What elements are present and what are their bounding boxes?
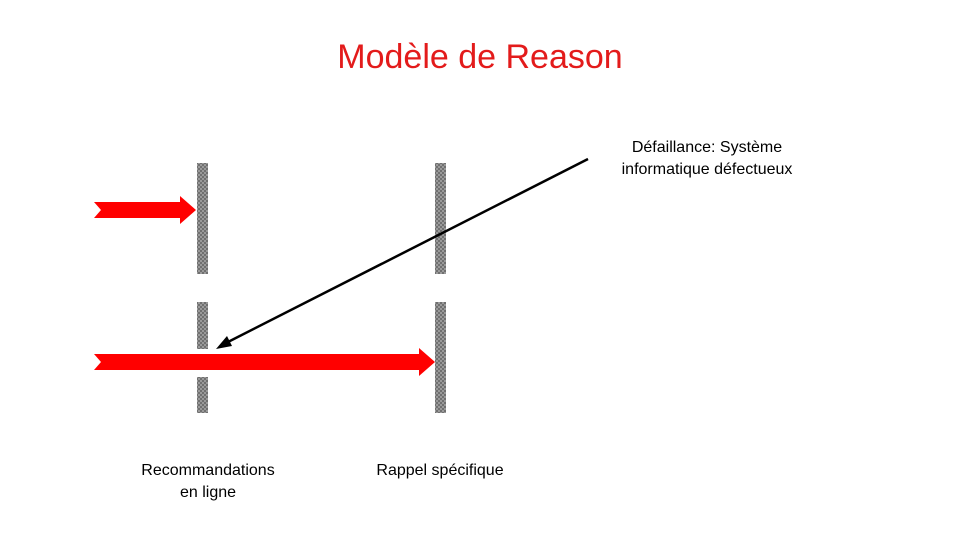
barrier1-label-line2: en ligne: [179, 484, 237, 501]
barrier2-label-text: Rappel spécifique: [376, 462, 504, 479]
barrier2-lower-segment: [435, 302, 446, 413]
barrier1-lower-segment-top: [197, 302, 208, 349]
barrier1-label: Recommandations en ligne: [118, 460, 298, 504]
slide-title: Modèle de Reason: [337, 38, 623, 76]
failure-label-line2: informatique défectueux: [621, 161, 793, 178]
barrier2-label: Rappel spécifique: [350, 460, 530, 482]
barrier1-upper-segment: [197, 163, 208, 274]
barrier1-lower-segment-bottom: [197, 377, 208, 413]
failure-pointer-line: [225, 157, 589, 345]
hazard-arrow-stopped: [94, 196, 196, 224]
failure-label-line1: Défaillance: Système: [631, 139, 783, 156]
failure-label: Défaillance: Système informatique défect…: [582, 137, 832, 181]
hazard-arrow-through-hole: [94, 348, 435, 376]
barrier1-label-line1: Recommandations: [141, 462, 275, 479]
failure-pointer-head: [216, 336, 232, 349]
barrier2-upper-segment: [435, 163, 446, 274]
